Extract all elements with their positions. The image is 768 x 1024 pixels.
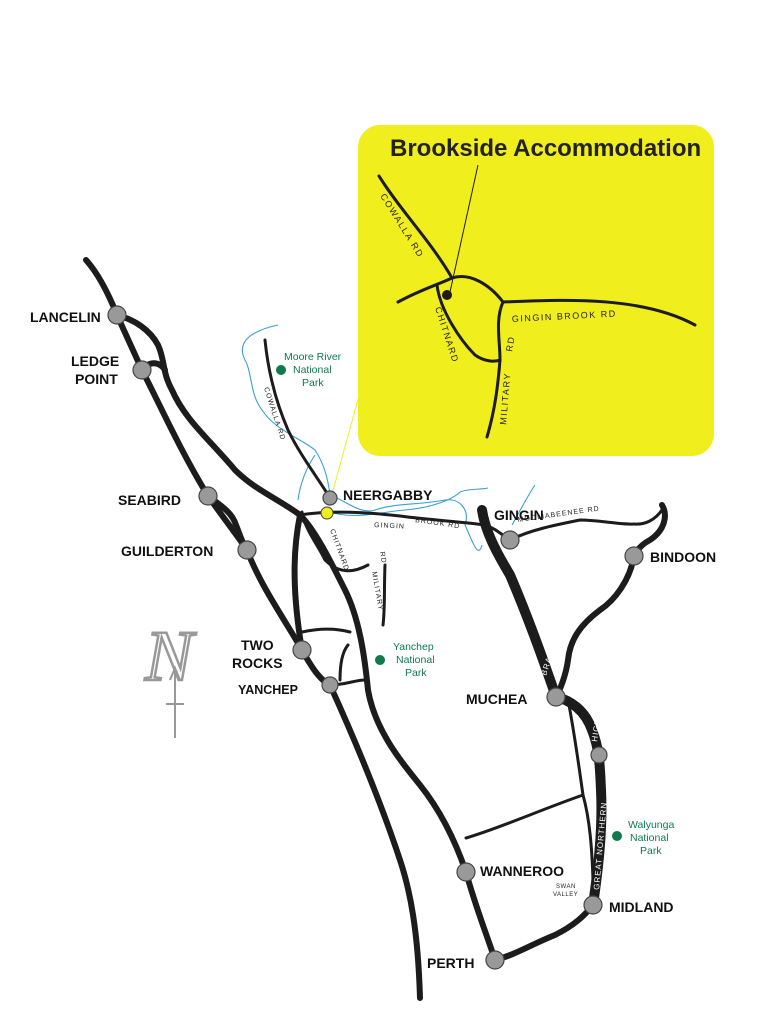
brookside-location-icon — [442, 290, 452, 300]
label-seabird: SEABIRD — [118, 492, 181, 508]
label-ledge: LEDGE — [71, 353, 119, 369]
label-rd: RD — [378, 551, 387, 564]
label-muchea: MUCHEA — [466, 691, 527, 707]
brand-highway — [477, 505, 561, 702]
wanneroo-link — [464, 793, 585, 840]
label-midland: MIDLAND — [609, 899, 674, 915]
label-moore-river-3: Park — [302, 377, 324, 389]
bindoon-link — [632, 508, 664, 526]
label-yanchep-park-1: Yanchep — [393, 641, 434, 653]
label-moore-river-2: National — [293, 364, 332, 376]
label-yanchep-park-2: National — [396, 654, 435, 666]
node-muchea — [546, 687, 566, 707]
town-nodes — [107, 305, 644, 970]
node-neergabby — [322, 490, 338, 506]
compass-arrowhead — [169, 665, 181, 681]
label-yanchep: YANCHEP — [238, 683, 298, 697]
node-bindoon — [624, 546, 644, 566]
label-walyunga-2: National — [630, 832, 669, 844]
great-northern-highway — [551, 692, 607, 910]
inset-road-chitnard — [435, 283, 502, 363]
label-wanneroo: WANNEROO — [480, 863, 564, 879]
label-bindoon: BINDOON — [650, 549, 716, 565]
perth-midland-road — [492, 902, 596, 963]
node-great-northern — [590, 746, 608, 764]
node-lancelin — [107, 305, 127, 325]
node-perth — [485, 950, 505, 970]
node-gingin — [500, 530, 520, 550]
lancelin-road — [114, 312, 303, 518]
node-yanchep — [321, 676, 339, 694]
inset-label-rd: RD — [504, 335, 517, 352]
inset-road-military — [485, 300, 505, 439]
town-labels: LANCELIN LEDGE POINT SEABIRD GUILDERTON … — [30, 309, 716, 971]
label-moore-river-1: Moore River — [284, 351, 342, 363]
node-guilderton — [237, 540, 257, 560]
compass-letter: N — [144, 616, 197, 696]
inset-road-cowalla — [377, 174, 454, 280]
river-branch-2 — [329, 487, 489, 517]
label-gingin: GINGIN — [494, 507, 544, 523]
chitnard-road — [300, 510, 370, 573]
node-ledge-point — [132, 360, 152, 380]
roads — [83, 257, 668, 1001]
label-point: POINT — [75, 371, 118, 387]
label-highway: HIGHWAY — [590, 697, 605, 742]
north-arrow-icon: N — [143, 615, 198, 738]
label-great-northern: GREAT NORTHERN — [592, 801, 609, 890]
inset-label-military: MILITARY — [498, 372, 513, 425]
label-guilderton: GUILDERTON — [121, 543, 213, 559]
two-rocks-link — [300, 627, 352, 634]
park-icon-walyunga — [612, 831, 622, 841]
brookside-inset: Brookside Accommodation COWALLA RD GINGI… — [328, 125, 714, 506]
node-brookside — [320, 506, 334, 520]
yanchep-park-road — [338, 643, 350, 682]
node-midland — [583, 895, 603, 915]
label-swan: SWAN — [556, 884, 576, 890]
label-lancelin: LANCELIN — [30, 309, 101, 325]
label-valley: VALLEY — [553, 892, 578, 898]
label-military: MILITARY — [370, 571, 384, 611]
cowalla-road — [263, 338, 332, 500]
label-perth: PERTH — [427, 955, 474, 971]
river-branch-1 — [297, 454, 316, 501]
bindoon-road — [553, 502, 668, 700]
node-wanneroo — [456, 862, 476, 882]
label-walyunga-3: Park — [640, 845, 662, 857]
park-icon-yanchep — [375, 655, 385, 665]
label-gingin-road: GINGIN — [374, 522, 405, 531]
river-branch-gingin — [511, 484, 536, 526]
label-neergabby: NEERGABBY — [343, 487, 433, 503]
label-walyunga-1: Walyunga — [628, 819, 674, 831]
two-rocks-road — [291, 512, 305, 653]
coastal-highway — [83, 257, 423, 1001]
inset-pointer — [328, 384, 363, 506]
muchea-link — [566, 698, 595, 882]
inset-background — [358, 125, 714, 456]
node-seabird — [198, 486, 218, 506]
label-yanchep-park-3: Park — [405, 667, 427, 679]
gingin-brook-road — [298, 510, 636, 542]
inset-title-pointer — [449, 164, 479, 293]
park-labels: Moore River National Park Yanchep Nation… — [284, 351, 674, 857]
wanneroo-road — [297, 512, 498, 963]
park-markers — [276, 365, 622, 841]
label-two: TWO — [241, 637, 274, 653]
node-two-rocks — [292, 640, 312, 660]
military-road — [381, 563, 387, 627]
inset-title: Brookside Accommodation — [390, 135, 701, 162]
park-icon-moore-river — [276, 365, 286, 375]
label-rocks: ROCKS — [232, 655, 283, 671]
road-labels: COWALLA RD GINGIN BROOK RD CHITNARD RD M… — [262, 386, 609, 898]
